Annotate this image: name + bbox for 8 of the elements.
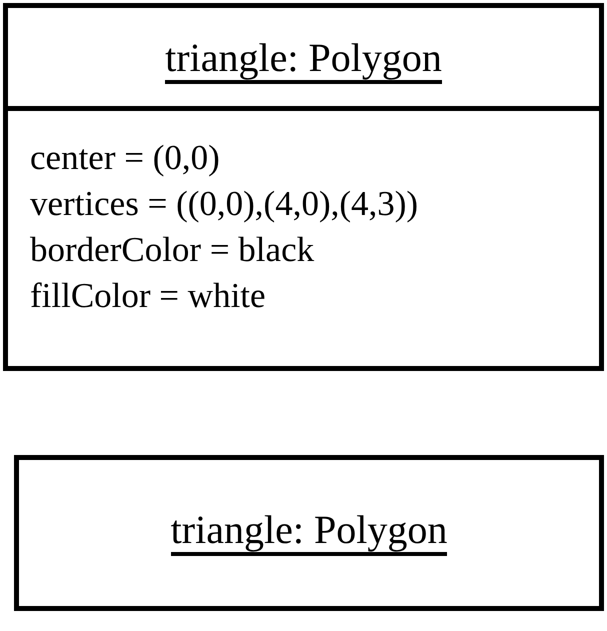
object-box bbox=[14, 455, 604, 611]
attribute-text: center = (0,0) bbox=[30, 139, 220, 178]
attribute-text: borderColor = black bbox=[30, 231, 314, 270]
object-name: triangle: Polygon bbox=[165, 36, 442, 84]
attribute-text: fillColor = white bbox=[30, 277, 266, 316]
object-name: triangle: Polygon bbox=[170, 508, 448, 556]
object-box bbox=[3, 3, 604, 371]
attribute-text: vertices = ((0,0),(4,0),(4,3)) bbox=[30, 185, 418, 224]
